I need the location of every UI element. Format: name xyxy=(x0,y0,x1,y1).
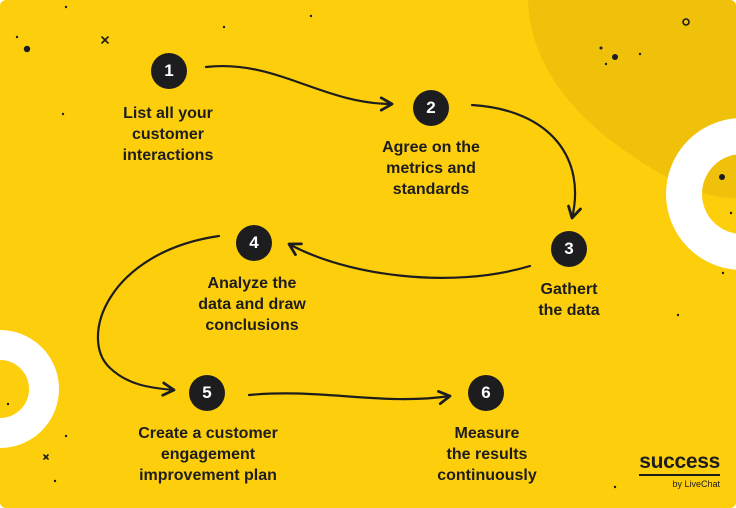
step-2-label: Agree on the metrics and standards xyxy=(382,139,480,198)
step-4-label: Analyze the data and draw conclusions xyxy=(198,275,306,334)
step-5-label: Create a customer engagement improvement… xyxy=(138,425,278,484)
brand-name: success xyxy=(639,451,720,476)
step-5-number: 5 xyxy=(189,375,225,411)
brand-tagline: by LiveChat xyxy=(672,479,720,489)
ring-decoration-left xyxy=(0,330,59,448)
step-3-label: Gathert the data xyxy=(538,281,600,319)
connector-arrows xyxy=(96,64,582,406)
step-4-number: 4 xyxy=(236,225,272,261)
step-3-number: 3 xyxy=(551,231,587,267)
step-1-label: List all your customer interactions xyxy=(122,105,214,164)
arrow-4-to-5 xyxy=(96,234,221,397)
brand-logo: success by LiveChat xyxy=(639,451,720,489)
step-6-label: Measure the results continuously xyxy=(437,425,537,484)
cross-marks xyxy=(43,36,109,460)
ring-dot xyxy=(682,18,690,26)
arrow-1-to-2 xyxy=(204,64,394,112)
step-6-number: 6 xyxy=(468,375,504,411)
step-1-number: 1 xyxy=(151,53,187,89)
ring-decoration-right xyxy=(666,118,736,270)
arrow-2-to-3 xyxy=(470,103,582,220)
arrow-5-to-6 xyxy=(247,390,452,406)
scatter-dots xyxy=(6,5,733,489)
step-2-number: 2 xyxy=(413,90,449,126)
arrow-3-to-4 xyxy=(287,242,532,279)
